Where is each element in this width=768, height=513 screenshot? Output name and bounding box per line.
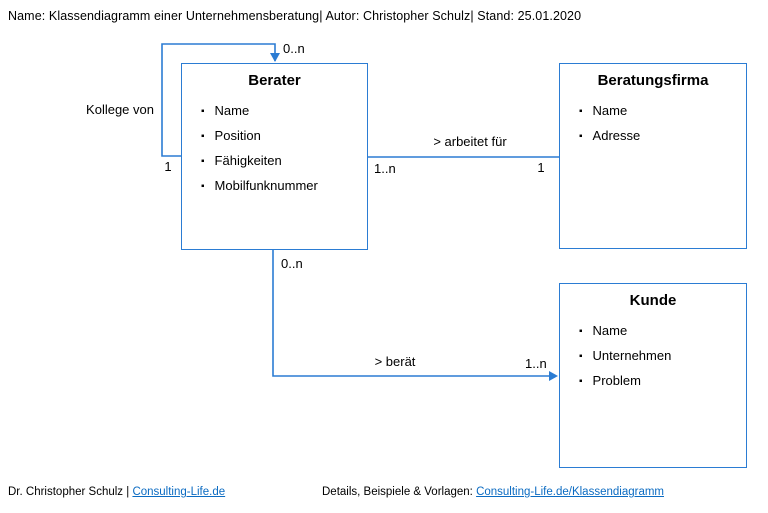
class-box-kunde: Kunde Name Unternehmen Problem (559, 283, 747, 468)
multiplicity-beraet-target: 1..n (525, 356, 547, 371)
footer-details-text: Details, Beispiele & Vorlagen: (322, 486, 477, 498)
arrowhead-right-icon (549, 371, 558, 381)
attribute-list: Name Position Fähigkeiten Mobilfunknumme… (182, 98, 367, 198)
attribute-list: Name Unternehmen Problem (560, 318, 746, 393)
relation-label-kollege-von: Kollege von (86, 102, 154, 117)
relation-label-beraet: > berät (374, 354, 416, 369)
attribute-item: Name (579, 98, 746, 123)
attribute-item: Position (201, 123, 367, 148)
class-box-beratungsfirma: Beratungsfirma Name Adresse (559, 63, 747, 249)
footer-link-klassendiagramm[interactable]: Consulting-Life.de/Klassendiagramm (476, 486, 664, 498)
multiplicity-kollege-von-source: 1 (164, 159, 172, 174)
class-box-berater: Berater Name Position Fähigkeiten Mobilf… (181, 63, 368, 250)
class-title: Beratungsfirma (597, 72, 709, 89)
page-title: Name: Klassendiagramm einer Unternehmens… (8, 9, 582, 23)
multiplicity-beraet-source: 0..n (281, 256, 303, 271)
attribute-item: Fähigkeiten (201, 148, 367, 173)
footer-author-text: Dr. Christopher Schulz | (8, 486, 133, 498)
multiplicity-kollege-von-target: 0..n (283, 41, 305, 56)
attribute-list: Name Adresse (560, 98, 746, 148)
attribute-item: Name (201, 98, 367, 123)
footer-details: Details, Beispiele & Vorlagen: Consultin… (322, 486, 664, 498)
arrowhead-down-icon (270, 53, 280, 62)
footer-link-consulting-life[interactable]: Consulting-Life.de (132, 486, 226, 498)
attribute-item: Problem (579, 368, 746, 393)
multiplicity-arbeitet-fuer-source: 1..n (374, 161, 396, 176)
multiplicity-arbeitet-fuer-target: 1 (537, 160, 545, 175)
attribute-item: Mobilfunknummer (201, 173, 367, 198)
class-title: Berater (248, 72, 301, 89)
attribute-item: Unternehmen (579, 343, 746, 368)
attribute-item: Adresse (579, 123, 746, 148)
relation-label-arbeitet-fuer: > arbeitet für (433, 134, 507, 149)
class-title: Kunde (629, 292, 677, 309)
attribute-item: Name (579, 318, 746, 343)
footer-author: Dr. Christopher Schulz | Consulting-Life… (8, 486, 225, 498)
